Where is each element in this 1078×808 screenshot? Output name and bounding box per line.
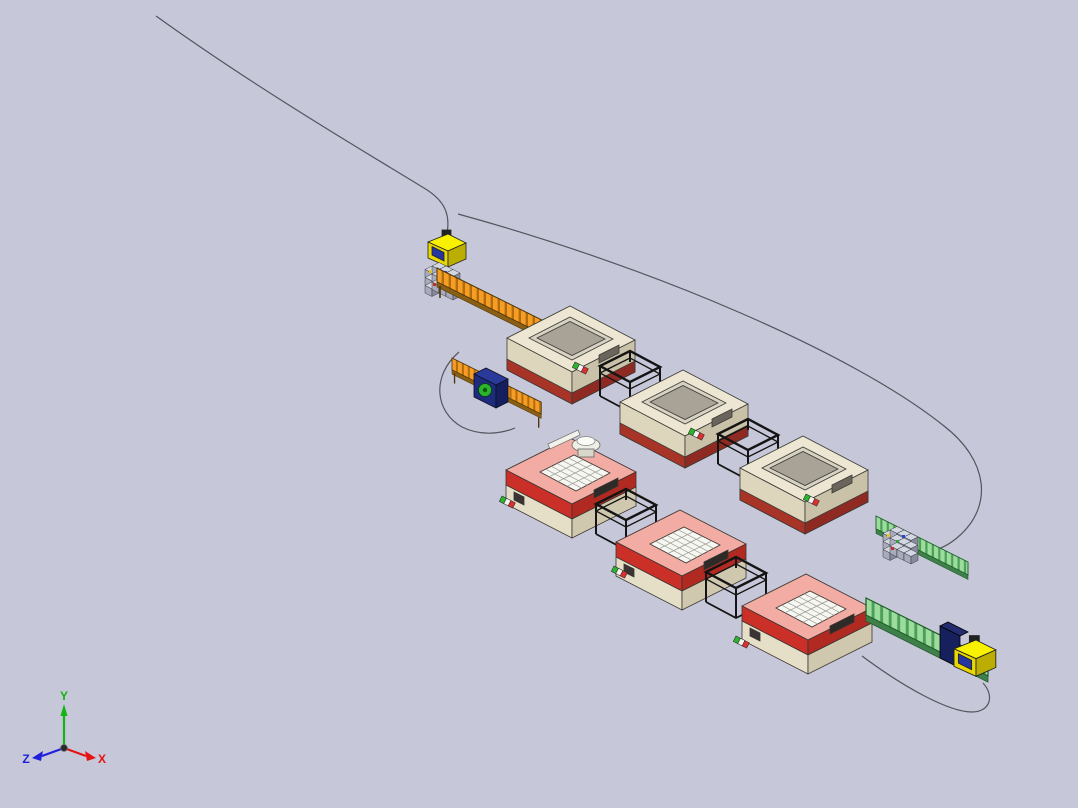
spline-mid-loop[interactable] (439, 351, 516, 434)
triad-origin (60, 744, 68, 752)
guide-spline[interactable] (155, 15, 991, 713)
x-axis (63, 746, 87, 758)
z-axis-label: Z (22, 752, 29, 766)
z-axis-arrow-icon (32, 751, 43, 761)
y-axis-arrow-icon (60, 704, 68, 716)
y-axis-label: Y (60, 689, 68, 703)
spline-main-loop[interactable] (457, 213, 982, 554)
spline-outfeed-loop[interactable] (861, 655, 991, 713)
x-axis-arrow-icon (85, 751, 96, 761)
x-axis-label: X (98, 752, 106, 766)
axis-triad: Y X Z (22, 689, 106, 766)
z-axis (41, 746, 65, 758)
spline-infeed[interactable] (155, 15, 449, 239)
